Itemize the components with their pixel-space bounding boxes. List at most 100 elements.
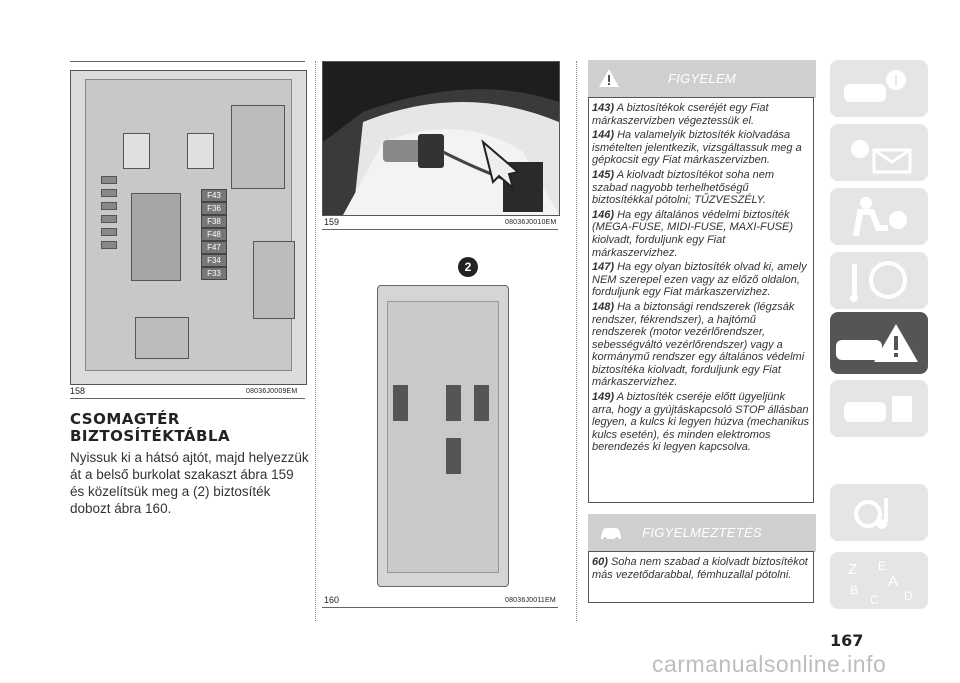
caution-item-text: Soha nem szabad a kiolvadt biztosítékot … bbox=[592, 556, 808, 581]
fuse bbox=[446, 438, 461, 474]
svg-text:E: E bbox=[878, 559, 886, 573]
fuse bbox=[474, 385, 489, 421]
section-title-line2: BIZTOSÍTÉKTÁBLA bbox=[70, 427, 231, 445]
warning-item: 143) A biztosítékok cseréjét egy Fiat má… bbox=[592, 102, 810, 127]
warning-item-text: Ha egy olyan biztosíték olvad ki, amely … bbox=[592, 261, 807, 299]
caption-rule bbox=[322, 229, 558, 230]
figure-160-number: 160 bbox=[324, 595, 340, 605]
warning-item-number: 145) bbox=[592, 168, 615, 181]
info-car-icon bbox=[844, 70, 906, 102]
warning-item: 145) A kiolvadt biztosítékot soha nem sz… bbox=[592, 169, 810, 207]
tab-info-car[interactable] bbox=[830, 60, 928, 117]
fuse-bank bbox=[131, 193, 181, 281]
fuse-label: F47 bbox=[201, 241, 227, 254]
tab-starting-driving[interactable] bbox=[830, 252, 928, 309]
caution-header: FIGYELMEZTETÉS bbox=[588, 514, 816, 552]
mini-fuse bbox=[101, 202, 117, 210]
figure-159-code: 08036J0010EM bbox=[505, 219, 557, 226]
mini-fuse bbox=[101, 215, 117, 223]
caption-rule bbox=[70, 398, 305, 399]
figure-160-code: 08036J0011EM bbox=[505, 597, 556, 604]
figure-159-number: 159 bbox=[324, 217, 340, 227]
fusebox-inner bbox=[387, 301, 499, 573]
caution-item-number: 60) bbox=[592, 556, 608, 568]
fuse bbox=[393, 385, 408, 421]
svg-text:B: B bbox=[850, 583, 858, 597]
warning-item-text: A biztosítékok cseréjét egy Fiat márkasz… bbox=[592, 102, 769, 127]
warning-item-text: Ha egy általános védelmi biztosíték (MEG… bbox=[592, 208, 794, 259]
alphabet-index-icon: Z E A B C D bbox=[848, 559, 913, 607]
connector-block bbox=[231, 105, 285, 189]
tab-dashboard-lights[interactable] bbox=[830, 124, 928, 181]
warning-item-number: 143) bbox=[592, 102, 615, 114]
warning-item: 144) Ha valamelyik biztosíték kiolvadása… bbox=[592, 129, 810, 167]
caution-title: FIGYELMEZTETÉS bbox=[642, 525, 762, 540]
connector-block bbox=[135, 317, 189, 359]
warning-item-number: 148) bbox=[592, 300, 615, 313]
warning-item-number: 147) bbox=[592, 261, 615, 274]
caution-item: 60) Soha nem szabad a kiolvadt biztosíté… bbox=[592, 556, 810, 581]
mini-fuse bbox=[101, 176, 117, 184]
warning-triangle-icon bbox=[599, 69, 619, 87]
caption-rule bbox=[322, 607, 558, 608]
svg-text:C: C bbox=[870, 593, 879, 607]
watermark: carmanualsonline.info bbox=[652, 651, 887, 677]
warning-item: 148) Ha a biztonsági rendszerek (légzsák… bbox=[592, 301, 810, 389]
fuse-label: F36 bbox=[201, 202, 227, 215]
warning-item-number: 144) bbox=[592, 129, 615, 142]
relay-slot bbox=[187, 133, 214, 169]
figure-158-code: 08036J0009EM bbox=[246, 388, 298, 395]
warning-item-number: 146) bbox=[592, 208, 615, 221]
tab-maintenance[interactable] bbox=[830, 380, 928, 437]
trunk-panel-photo bbox=[323, 62, 559, 215]
media-navigation-icon bbox=[854, 498, 888, 529]
warning-item: 146) Ha egy általános védelmi biztosíték… bbox=[592, 209, 810, 259]
fuse-label: F33 bbox=[201, 267, 227, 280]
mini-fuse bbox=[101, 189, 117, 197]
fuse-label: F48 bbox=[201, 228, 227, 241]
top-rule-left bbox=[70, 61, 305, 62]
warning-item: 147) Ha egy olyan biztosíték olvad ki, a… bbox=[592, 261, 810, 299]
column-divider-left bbox=[315, 61, 316, 621]
section-title-line1: CSOMAGTÉR bbox=[70, 410, 180, 428]
warning-item-text: Ha valamelyik biztosíték kiolvadása ismé… bbox=[592, 129, 802, 167]
warning-item-text: A kiolvadt biztosítékot soha nem szabad … bbox=[592, 168, 775, 207]
figure-160-fusebox: 2 bbox=[322, 245, 558, 590]
warning-item-number: 149) bbox=[592, 391, 615, 404]
figure-159-photo bbox=[322, 61, 560, 216]
warning-item-text: A biztosíték cseréje előtt ügyeljünk arr… bbox=[592, 391, 810, 454]
tab-emergency[interactable] bbox=[830, 312, 928, 374]
dashboard-light-mail-icon bbox=[851, 140, 912, 174]
svg-text:Z: Z bbox=[848, 561, 857, 578]
figure-158-fusebox: F43 F36 F38 F48 F47 F34 F33 bbox=[70, 70, 307, 385]
warning-item: 149) A biztosíték cseréje előtt ügyeljün… bbox=[592, 391, 810, 454]
svg-text:A: A bbox=[888, 573, 898, 590]
warning-title: FIGYELEM bbox=[667, 71, 737, 86]
warning-item-text: Ha a biztonsági rendszerek (légzsák rend… bbox=[592, 300, 805, 389]
tab-index[interactable]: Z E A B C D bbox=[830, 552, 928, 609]
callout-marker: 2 bbox=[458, 257, 478, 277]
svg-text:D: D bbox=[904, 589, 913, 603]
section-body: Nyissuk ki a hátsó ajtót, majd helyezzük… bbox=[70, 450, 309, 516]
fuse-label: F38 bbox=[201, 215, 227, 228]
seatbelt-airbag-icon bbox=[853, 197, 907, 237]
figure-158-number: 158 bbox=[70, 386, 86, 396]
tab-multimedia[interactable] bbox=[830, 484, 928, 541]
warning-box: 143) A biztosítékok cseréjét egy Fiat má… bbox=[588, 97, 814, 503]
caution-box: 60) Soha nem szabad a kiolvadt biztosíté… bbox=[588, 551, 814, 603]
warning-header: FIGYELEM bbox=[588, 60, 816, 98]
mini-fuse bbox=[101, 241, 117, 249]
column-divider-right bbox=[576, 61, 577, 621]
tab-safety[interactable] bbox=[830, 188, 928, 245]
relay-slot bbox=[123, 133, 150, 169]
fuse-label: F34 bbox=[201, 254, 227, 267]
mini-fuse bbox=[101, 228, 117, 236]
car-service-icon bbox=[844, 396, 912, 422]
fuse bbox=[446, 385, 461, 421]
steering-key-icon bbox=[850, 261, 907, 302]
fuse-label: F43 bbox=[201, 189, 227, 202]
connector-block bbox=[253, 241, 295, 319]
car-caution-icon bbox=[601, 528, 621, 541]
page-number: 167 bbox=[830, 631, 864, 650]
breakdown-triangle-icon bbox=[836, 324, 918, 362]
